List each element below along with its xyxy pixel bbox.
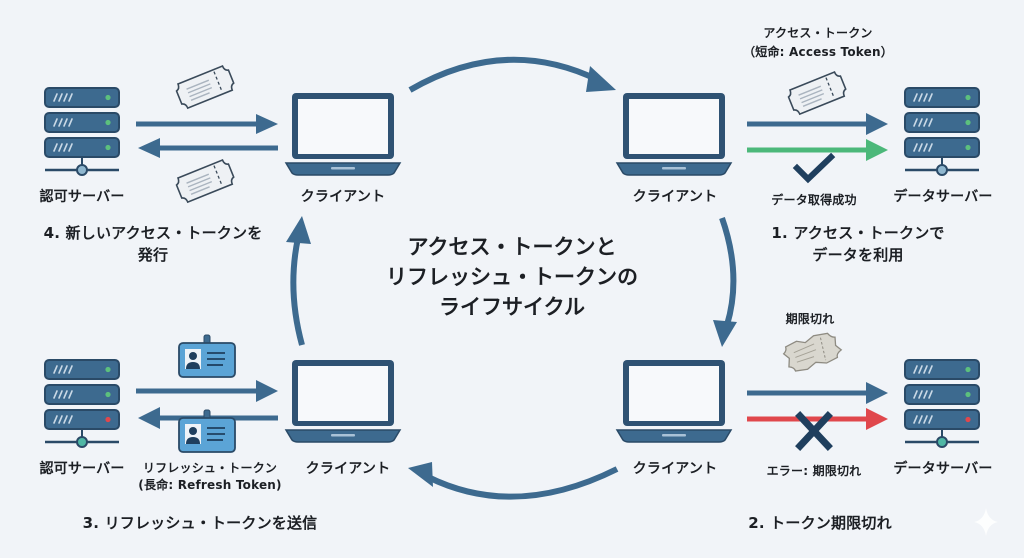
expired-request-arrow (747, 382, 888, 404)
status-light (965, 416, 971, 423)
refresh-token-desc-label: (長命: Refresh Token) (138, 478, 282, 492)
status-light (105, 94, 111, 101)
status-light (965, 94, 971, 101)
status-light (105, 119, 111, 126)
cycle-arrow-bottom (408, 462, 619, 500)
title-line3: ライフサイクル (439, 295, 585, 319)
auth-server-bottom-icon (44, 359, 120, 448)
data-server-top-icon (904, 87, 980, 176)
check-icon (792, 152, 836, 184)
step1-line1: 1. アクセス・トークンで (771, 224, 945, 242)
status-light (105, 391, 111, 398)
step4-line1: 4. 新しいアクセス・トークンを (43, 224, 263, 242)
refresh-token-badge-icon (178, 334, 236, 378)
client-top-left-laptop-icon (285, 92, 401, 176)
request-arrow-left (138, 138, 278, 158)
status-light (965, 391, 971, 398)
title-line1: アクセス・トークンと (407, 235, 617, 259)
title-line2: リフレッシュ・トークンの (386, 265, 638, 289)
refresh-token-name-label: リフレッシュ・トークン (142, 461, 278, 475)
client-bottom-right-label: クライアント (632, 461, 718, 477)
step3-label: 3. リフレッシュ・トークンを送信 (82, 514, 318, 532)
auth-server-top-icon (44, 87, 120, 176)
client-top-left-label: クライアント (300, 189, 386, 205)
client-bottom-left-label: クライアント (305, 461, 391, 477)
ticket-icon (173, 157, 237, 205)
expired-label: 期限切れ (785, 312, 835, 326)
refresh-send-arrow-right (136, 380, 278, 402)
cycle-arrow-top (408, 56, 616, 93)
status-light (105, 416, 111, 423)
data-server-bottom-label: データサーバー (893, 461, 993, 477)
cycle-arrow-right (713, 217, 737, 347)
access-token-name-label: アクセス・トークン (763, 26, 873, 40)
issue-token-arrow-right (136, 114, 278, 134)
status-light (965, 144, 971, 151)
success-response-arrow (747, 139, 888, 161)
sparkle-icon (974, 508, 998, 536)
data-success-label: データ取得成功 (771, 193, 857, 207)
step1-label: 1. アクセス・トークンで データを利用 (738, 222, 978, 266)
access-token-ticket-icon (785, 69, 849, 117)
access-token-desc-label: （短命: Access Token） (743, 45, 893, 59)
data-server-top-label: データサーバー (893, 189, 993, 205)
client-bottom-right-laptop-icon (616, 359, 732, 443)
client-top-right-label: クライアント (632, 189, 718, 205)
auth-server-bottom-label: 認可サーバー (39, 461, 125, 477)
step1-line2: データを利用 (812, 246, 904, 264)
error-expired-label: エラー: 期限切れ (766, 464, 862, 478)
ticket-icon (173, 63, 237, 111)
status-light (105, 366, 111, 373)
data-server-bottom-icon (904, 359, 980, 448)
crumpled-ticket-icon (782, 332, 843, 372)
client-top-right-laptop-icon (616, 92, 732, 176)
client-bottom-left-laptop-icon (285, 359, 401, 443)
step4-label: 4. 新しいアクセス・トークンを 発行 (18, 222, 288, 266)
auth-server-top-label: 認可サーバー (39, 189, 125, 205)
status-light (105, 144, 111, 151)
step4-line2: 発行 (137, 246, 169, 264)
cycle-arrow-left (286, 216, 311, 346)
step2-label: 2. トークン期限切れ (748, 514, 892, 532)
cross-icon (795, 411, 833, 451)
diagram-title: アクセス・トークンと リフレッシュ・トークンの ライフサイクル (350, 232, 674, 322)
access-request-arrow (747, 113, 888, 135)
status-light (965, 119, 971, 126)
status-light (965, 366, 971, 373)
